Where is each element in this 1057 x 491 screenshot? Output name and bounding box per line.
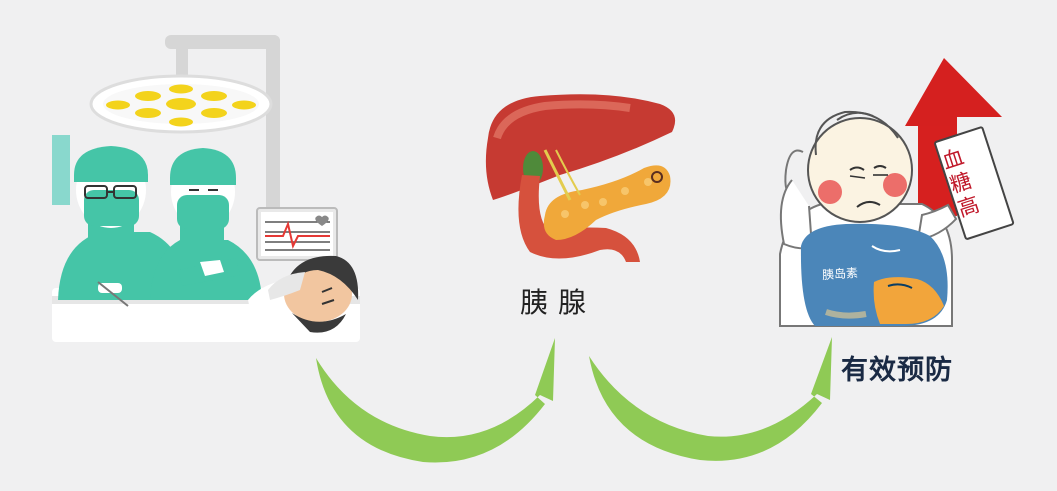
- prevention-label: 有效预防: [841, 355, 953, 386]
- patient-illustration: [248, 255, 359, 333]
- blood-sugar-note-icon: [934, 126, 1015, 240]
- liver-pancreas-illustration: [485, 94, 676, 262]
- curved-arrow-icon-right: [589, 337, 832, 461]
- side-panel: [52, 135, 70, 205]
- worried-man-illustration: [779, 110, 958, 327]
- surgery-lamp-icon: [89, 35, 280, 220]
- surgeon-right-illustration: [150, 148, 262, 300]
- pancreas-label: 胰腺: [519, 286, 596, 319]
- curved-arrow-icon-left: [316, 338, 555, 463]
- heart-monitor-icon: [256, 207, 338, 261]
- belly-text: 胰岛素: [821, 265, 859, 283]
